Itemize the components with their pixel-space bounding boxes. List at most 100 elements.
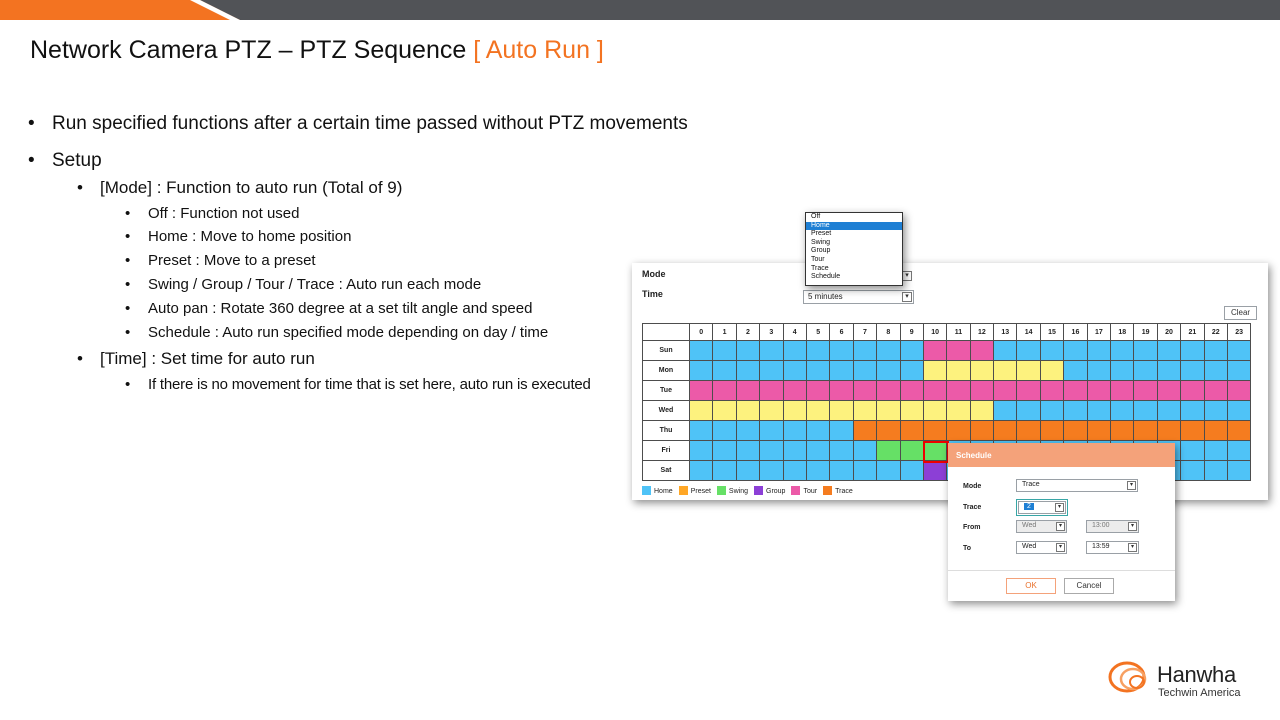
dropdown-option[interactable]: Schedule	[811, 273, 841, 281]
schedule-cell[interactable]	[735, 400, 761, 421]
schedule-cell[interactable]	[1156, 340, 1182, 361]
schedule-cell[interactable]	[969, 380, 995, 401]
dropdown-option[interactable]: Preset	[811, 230, 832, 238]
schedule-cell[interactable]	[759, 420, 784, 441]
schedule-cell[interactable]	[1063, 380, 1088, 401]
schedule-cell[interactable]	[1180, 460, 1205, 481]
schedule-cell[interactable]	[1133, 400, 1158, 421]
schedule-cell[interactable]	[969, 340, 995, 361]
schedule-cell[interactable]	[1203, 340, 1228, 361]
schedule-cell[interactable]	[688, 400, 714, 421]
schedule-cell[interactable]	[782, 360, 807, 381]
schedule-cell[interactable]	[1156, 400, 1182, 421]
schedule-cell[interactable]	[829, 460, 854, 481]
schedule-cell[interactable]	[852, 440, 878, 461]
schedule-cell[interactable]	[712, 460, 737, 481]
schedule-cell[interactable]	[993, 340, 1018, 361]
schedule-cell[interactable]	[805, 360, 831, 381]
schedule-cell[interactable]	[712, 440, 737, 461]
schedule-cell[interactable]	[1180, 400, 1205, 421]
schedule-cell[interactable]	[993, 400, 1018, 421]
schedule-cell[interactable]	[735, 440, 761, 461]
schedule-cell[interactable]	[1226, 340, 1252, 361]
schedule-cell[interactable]	[1133, 340, 1158, 361]
schedule-cell[interactable]	[1039, 400, 1065, 421]
dropdown-option[interactable]: Trace	[811, 264, 829, 272]
chevron-down-icon[interactable]: ▾	[1127, 481, 1136, 490]
schedule-cell[interactable]	[829, 340, 854, 361]
schedule-cell[interactable]	[1086, 420, 1112, 441]
schedule-cell[interactable]	[759, 360, 784, 381]
schedule-cell[interactable]	[876, 340, 901, 361]
schedule-cell[interactable]	[922, 440, 948, 461]
dropdown-option[interactable]: Tour	[811, 255, 825, 263]
schedule-cell[interactable]	[759, 380, 784, 401]
schedule-cell[interactable]	[969, 420, 995, 441]
schedule-cell[interactable]	[1016, 400, 1041, 421]
schedule-cell[interactable]	[993, 380, 1018, 401]
schedule-cell[interactable]	[1226, 360, 1252, 381]
schedule-cell[interactable]	[993, 420, 1018, 441]
schedule-cell[interactable]	[1016, 420, 1041, 441]
schedule-cell[interactable]	[1180, 340, 1205, 361]
schedule-cell[interactable]	[899, 380, 924, 401]
schedule-cell[interactable]	[922, 420, 948, 441]
schedule-cell[interactable]	[946, 400, 971, 421]
schedule-cell[interactable]	[829, 400, 854, 421]
schedule-cell[interactable]	[759, 400, 784, 421]
schedule-cell[interactable]	[735, 340, 761, 361]
dropdown-option[interactable]: Group	[811, 247, 831, 255]
schedule-cell[interactable]	[735, 420, 761, 441]
schedule-cell[interactable]	[1226, 440, 1252, 461]
schedule-cell[interactable]	[1086, 340, 1112, 361]
schedule-cell[interactable]	[829, 360, 854, 381]
schedule-cell[interactable]	[922, 340, 948, 361]
dialog-to-day-select[interactable]: Wed ▾	[1016, 541, 1067, 554]
schedule-cell[interactable]	[876, 400, 901, 421]
schedule-cell[interactable]	[969, 360, 995, 381]
schedule-cell[interactable]	[1226, 380, 1252, 401]
schedule-cell[interactable]	[735, 460, 761, 481]
schedule-cell[interactable]	[1180, 420, 1205, 441]
schedule-cell[interactable]	[1110, 340, 1135, 361]
schedule-cell[interactable]	[688, 440, 714, 461]
schedule-cell[interactable]	[712, 420, 737, 441]
schedule-cell[interactable]	[1203, 440, 1228, 461]
dropdown-option[interactable]: Swing	[811, 238, 831, 246]
schedule-cell[interactable]	[922, 400, 948, 421]
schedule-cell[interactable]	[1156, 380, 1182, 401]
schedule-cell[interactable]	[1110, 420, 1135, 441]
clear-button[interactable]: Clear	[1224, 306, 1257, 320]
schedule-cell[interactable]	[899, 360, 924, 381]
schedule-cell[interactable]	[1203, 400, 1228, 421]
schedule-cell[interactable]	[735, 360, 761, 381]
schedule-cell[interactable]	[1226, 400, 1252, 421]
schedule-cell[interactable]	[1203, 460, 1228, 481]
schedule-cell[interactable]	[1180, 440, 1205, 461]
schedule-cell[interactable]	[782, 340, 807, 361]
schedule-cell[interactable]	[876, 420, 901, 441]
schedule-cell[interactable]	[946, 420, 971, 441]
schedule-cell[interactable]	[852, 400, 878, 421]
schedule-cell[interactable]	[1133, 380, 1158, 401]
schedule-cell[interactable]	[899, 460, 924, 481]
schedule-cell[interactable]	[1016, 360, 1041, 381]
schedule-cell[interactable]	[805, 400, 831, 421]
schedule-cell[interactable]	[899, 340, 924, 361]
schedule-cell[interactable]	[876, 460, 901, 481]
schedule-cell[interactable]	[829, 440, 854, 461]
schedule-cell[interactable]	[1039, 360, 1065, 381]
schedule-cell[interactable]	[876, 380, 901, 401]
schedule-cell[interactable]	[876, 360, 901, 381]
schedule-cell[interactable]	[946, 380, 971, 401]
schedule-cell[interactable]	[829, 380, 854, 401]
schedule-cell[interactable]	[852, 380, 878, 401]
schedule-cell[interactable]	[1086, 380, 1112, 401]
schedule-cell[interactable]	[922, 360, 948, 381]
schedule-cell[interactable]	[688, 420, 714, 441]
schedule-cell[interactable]	[759, 440, 784, 461]
schedule-cell[interactable]	[712, 400, 737, 421]
schedule-cell[interactable]	[1226, 460, 1252, 481]
schedule-cell[interactable]	[1133, 360, 1158, 381]
schedule-cell[interactable]	[712, 380, 737, 401]
